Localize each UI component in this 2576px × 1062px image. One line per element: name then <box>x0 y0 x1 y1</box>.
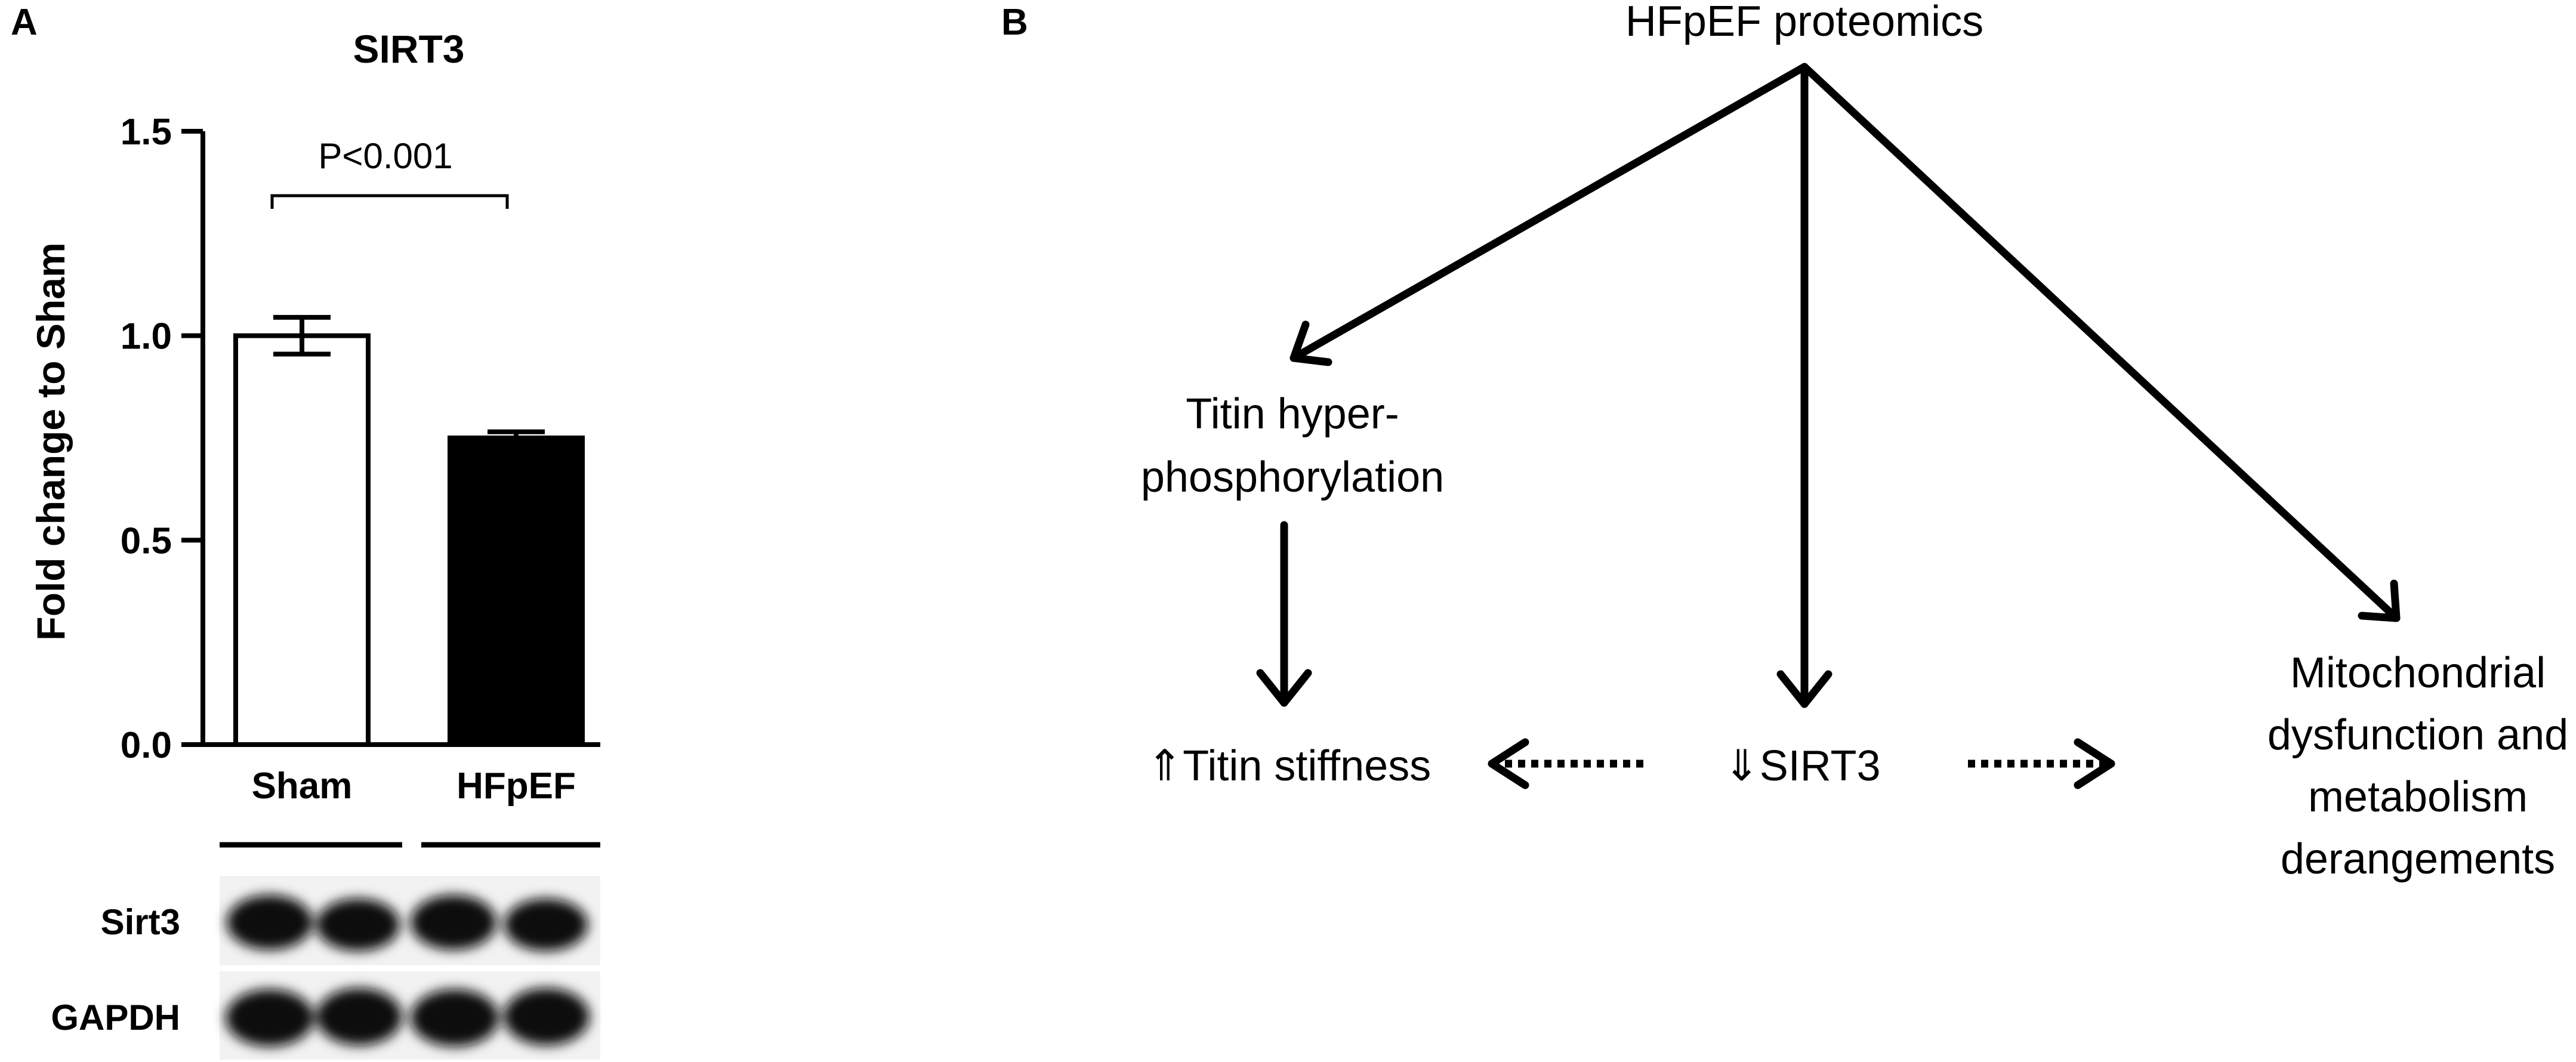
node-hfpef-proteomics: HFpEF proteomics <box>1625 0 1983 45</box>
y-ticks: 0.0 0.5 1.0 1.5 <box>121 112 203 766</box>
arrow-proteomics-to-sirt3 <box>1776 63 1832 708</box>
bars <box>233 314 585 747</box>
western-blot-sirt3 <box>220 876 600 965</box>
western-blot-gapdh <box>220 971 600 1060</box>
node-mito-line1: Mitochondrial <box>2290 649 2546 697</box>
node-mito-line3: metabolism <box>2308 773 2528 821</box>
chart-title: SIRT3 <box>353 27 464 71</box>
node-titin-stiffness: ⇑Titin stiffness <box>1147 742 1431 790</box>
panel-a-label: A <box>11 2 38 43</box>
x-tick-label-hfpef: HFpEF <box>456 765 576 807</box>
error-bar-hfpef <box>488 429 545 438</box>
node-sirt3: ⇓SIRT3 <box>1723 742 1880 790</box>
bar-sham <box>233 333 371 747</box>
significance-bracket <box>270 194 509 209</box>
y-tick-label: 1.0 <box>121 316 172 357</box>
error-bar-sham <box>273 314 331 357</box>
blot-label-sirt3: Sirt3 <box>101 902 180 942</box>
blot-label-gapdh: GAPDH <box>51 998 180 1038</box>
node-titin-line1: Titin hyper- <box>1186 390 1399 438</box>
dotted-arrow-sirt3-to-stiffness <box>1488 738 1643 789</box>
y-tick-label: 0.5 <box>121 520 172 561</box>
p-value-annotation: P<0.001 <box>318 136 452 176</box>
x-tick-label-sham: Sham <box>252 765 353 807</box>
arrow-titin-to-stiffness <box>1256 521 1312 707</box>
node-mito-line2: dysfunction and <box>2268 711 2568 759</box>
node-titin-line2: phosphorylation <box>1141 453 1444 501</box>
arrow-proteomics-to-mitochondrial <box>1800 63 2401 622</box>
dotted-arrow-sirt3-to-mitochondrial <box>1968 738 2115 789</box>
y-tick-label: 0.0 <box>121 725 172 766</box>
arrow-proteomics-to-titin <box>1289 63 1809 366</box>
panel-b-label: B <box>1001 2 1028 43</box>
y-tick-label: 1.5 <box>121 112 172 153</box>
y-axis-label: Fold change to Sham <box>29 242 73 640</box>
node-mito-line4: derangements <box>2281 835 2555 883</box>
bar-hfpef <box>448 436 585 747</box>
